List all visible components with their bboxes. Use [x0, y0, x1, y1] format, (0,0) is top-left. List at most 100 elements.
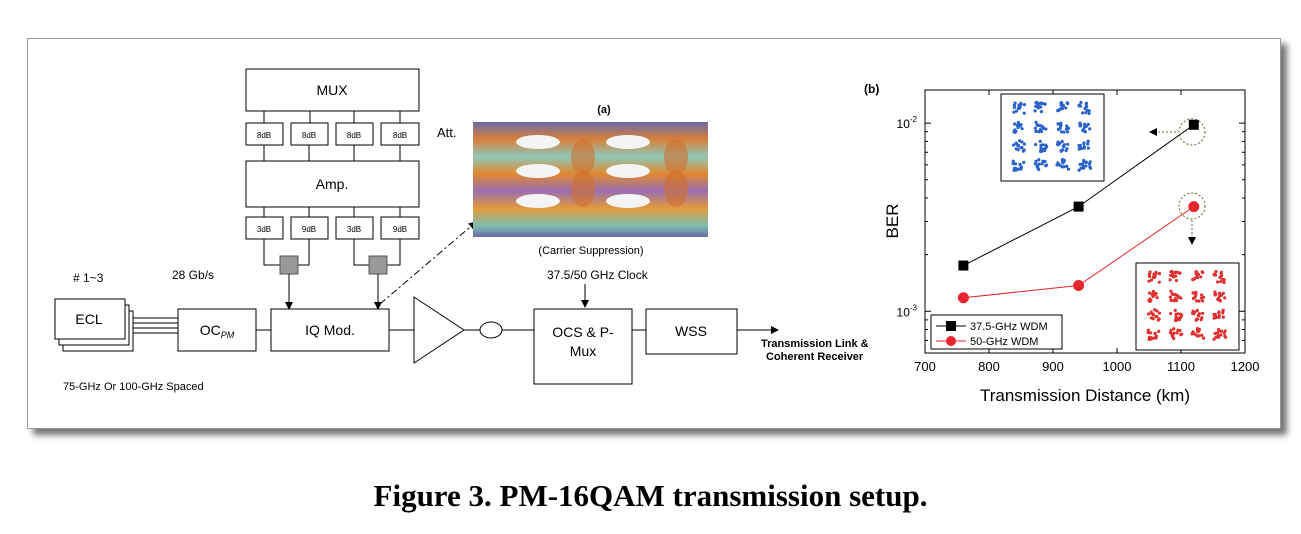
constellation-point	[1036, 104, 1040, 108]
constellation-point	[1065, 101, 1069, 105]
constellation-point	[1084, 164, 1088, 168]
constellation-point	[1078, 103, 1082, 107]
ocs-pmux-block	[533, 308, 633, 385]
constellation-point	[1215, 280, 1220, 284]
constellation-point	[1014, 167, 1018, 171]
ecl-laser-block	[54, 298, 126, 340]
constellation-point	[1044, 127, 1048, 131]
constellation-point	[1040, 101, 1045, 106]
constellation-point	[1039, 110, 1044, 114]
mux-links	[263, 111, 401, 123]
data-point-square	[958, 260, 969, 271]
constellation-point	[1214, 335, 1218, 339]
constellation-point	[1040, 162, 1044, 166]
constellation-point	[1034, 142, 1038, 147]
chart-legend: 37.5-GHz WDM 50-GHz WDM	[930, 314, 1063, 350]
y-axis-label: BER	[883, 204, 902, 239]
constellation-point	[1088, 165, 1092, 169]
x-tick-label: 1000	[1103, 359, 1132, 374]
constellation-point	[1011, 143, 1016, 147]
mux-label: MUX	[316, 82, 348, 98]
constellation-point	[1171, 273, 1175, 277]
constellation-point	[1058, 141, 1062, 145]
att-label: Att.	[437, 125, 457, 140]
constellation-point	[1064, 149, 1068, 153]
constellation-point	[1041, 125, 1045, 129]
constellation-point	[1056, 142, 1060, 146]
attenuator-value: 8dB	[257, 131, 271, 140]
constellation-point	[1221, 291, 1225, 295]
ecl-to-oc-links	[133, 317, 178, 334]
constellation-point	[1087, 162, 1092, 166]
constellation-point	[1221, 308, 1225, 313]
constellation-point	[1212, 313, 1216, 317]
amp-block	[245, 160, 420, 208]
constellation-point	[1065, 164, 1069, 168]
constellation-point	[1147, 274, 1152, 278]
output-label-line1: Transmission Link &	[761, 338, 869, 350]
constellation-point	[1200, 333, 1204, 337]
iq-mod-label: IQ Mod.	[305, 322, 355, 338]
constellation-point	[1174, 279, 1179, 283]
constellation-point	[1151, 336, 1156, 340]
data-point-circle	[957, 292, 969, 304]
constellation-point	[1195, 334, 1199, 338]
constellation-point	[1148, 291, 1152, 295]
constellation-point	[1059, 130, 1064, 134]
attenuator-row: 8dB 8dB 8dB 8dB	[245, 122, 420, 146]
constellation-point	[1175, 331, 1179, 335]
eye-diagram-image	[473, 122, 708, 237]
constellation-point	[1059, 103, 1063, 107]
constellation-point	[1078, 162, 1082, 167]
constellation-point	[1039, 149, 1043, 153]
constellation-point	[1150, 311, 1154, 316]
constellation-point	[1199, 318, 1203, 322]
constellation-point	[1039, 143, 1043, 147]
constellation-point	[1174, 298, 1179, 303]
constellation-point	[1201, 336, 1206, 340]
amp-output-value: 3dB	[347, 225, 361, 234]
constellation-point	[1011, 159, 1015, 163]
constellation-point	[1168, 278, 1172, 282]
legend-marker-circle	[946, 336, 956, 346]
constellation-point	[1012, 110, 1016, 114]
oc-label: OCPM	[200, 322, 235, 340]
constellation-point	[1018, 106, 1022, 110]
constellation-point	[1157, 311, 1162, 315]
constellation-point	[1155, 296, 1159, 300]
constellation-point	[1178, 315, 1183, 320]
constellation-point	[1219, 329, 1224, 333]
constellation-point	[1221, 315, 1225, 319]
constellation-point	[1179, 333, 1183, 337]
constellation-point	[1147, 279, 1151, 283]
constellation-point	[1173, 271, 1177, 275]
constellation-point	[1080, 111, 1085, 115]
constellation-point	[1213, 272, 1217, 276]
constellation-point	[1170, 269, 1174, 274]
constellation-point	[1216, 333, 1220, 338]
amp-output-value: 3dB	[257, 225, 271, 234]
constellation-point	[1199, 275, 1203, 279]
constellation-point	[1153, 332, 1157, 336]
constellation-point	[1014, 147, 1018, 151]
constellation-point	[1081, 162, 1085, 166]
constellation-point	[1173, 308, 1177, 312]
constellation-point	[1033, 126, 1037, 130]
constellation-point	[1219, 271, 1223, 275]
constellation-point	[1018, 139, 1022, 143]
constellation-point	[1056, 127, 1061, 131]
combiner-left	[279, 255, 299, 275]
constellation-point	[1221, 311, 1225, 315]
constellation-point	[1065, 124, 1069, 128]
constellation-point	[1172, 327, 1176, 331]
constellation-point	[1056, 161, 1060, 165]
constellation-point	[1022, 160, 1026, 165]
constellation-point	[1018, 163, 1022, 167]
constellation-point	[1174, 318, 1178, 322]
constellation-point	[1194, 299, 1199, 303]
constellation-point	[1084, 160, 1089, 164]
constellation-point	[1168, 295, 1172, 299]
wss-block	[645, 308, 738, 355]
constellation-inset-37.5ghz	[1000, 93, 1105, 182]
constellation-point	[1035, 100, 1039, 105]
